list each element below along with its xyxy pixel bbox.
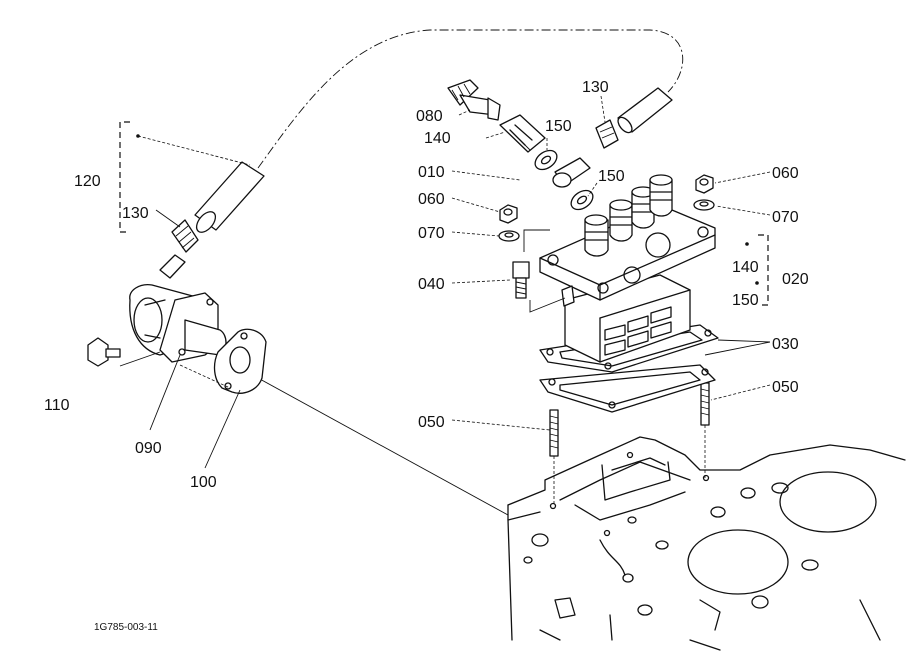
washer-150-mid <box>570 189 594 211</box>
stud-bolt-right <box>700 382 710 478</box>
washer-070-left <box>498 230 520 242</box>
label-110: 110 <box>44 397 70 414</box>
bolt-040 <box>512 229 566 313</box>
delivery-valve-holders <box>584 174 673 257</box>
gasket-100 <box>213 328 267 394</box>
label-140-top: 140 <box>424 130 451 147</box>
bracket-020 <box>758 234 769 306</box>
fuel-hose-right <box>617 87 673 134</box>
fuel-hose-120 <box>194 161 265 233</box>
joint-bolt-140 <box>499 114 546 153</box>
fuel-line-dashdot <box>257 29 684 169</box>
bracket-120 <box>119 121 130 233</box>
hose-clamp-130-left <box>171 219 199 253</box>
drawing-code: 1G785-003-11 <box>94 622 158 633</box>
label-050-left: 050 <box>418 414 445 431</box>
washer-070-right <box>693 199 715 211</box>
label-040: 040 <box>418 276 445 293</box>
stud-bolt-left <box>549 409 559 505</box>
label-080: 080 <box>416 108 443 125</box>
eye-joint <box>552 157 591 188</box>
label-100: 100 <box>190 474 217 491</box>
label-130-left: 130 <box>122 205 149 222</box>
feed-pump-090 <box>129 254 227 363</box>
gasket-to-block-line <box>257 377 509 516</box>
engine-block <box>507 436 906 651</box>
label-060-right: 060 <box>772 165 799 182</box>
label-030: 030 <box>772 336 799 353</box>
hose-clamp-130-right <box>595 119 619 149</box>
nut-060-left <box>499 204 518 224</box>
nut-060-right <box>695 174 714 194</box>
label-070-left: 070 <box>418 225 445 242</box>
washer-150-top <box>534 149 558 171</box>
label-050-right: 050 <box>772 379 799 396</box>
label-120: 120 <box>74 173 101 190</box>
label-130-right: 130 <box>582 79 609 96</box>
label-150-right: 150 <box>732 292 759 309</box>
plug-110 <box>87 337 121 367</box>
label-090: 090 <box>135 440 162 457</box>
label-060-left: 060 <box>418 191 445 208</box>
injection-pump-body <box>539 174 716 363</box>
label-150-top: 150 <box>545 118 572 135</box>
air-bleed-screw-080 <box>447 79 501 121</box>
label-140-right: 140 <box>732 259 759 276</box>
label-020: 020 <box>782 271 809 288</box>
label-150-mid: 150 <box>598 168 625 185</box>
label-010: 010 <box>418 164 445 181</box>
label-070-right: 070 <box>772 209 799 226</box>
